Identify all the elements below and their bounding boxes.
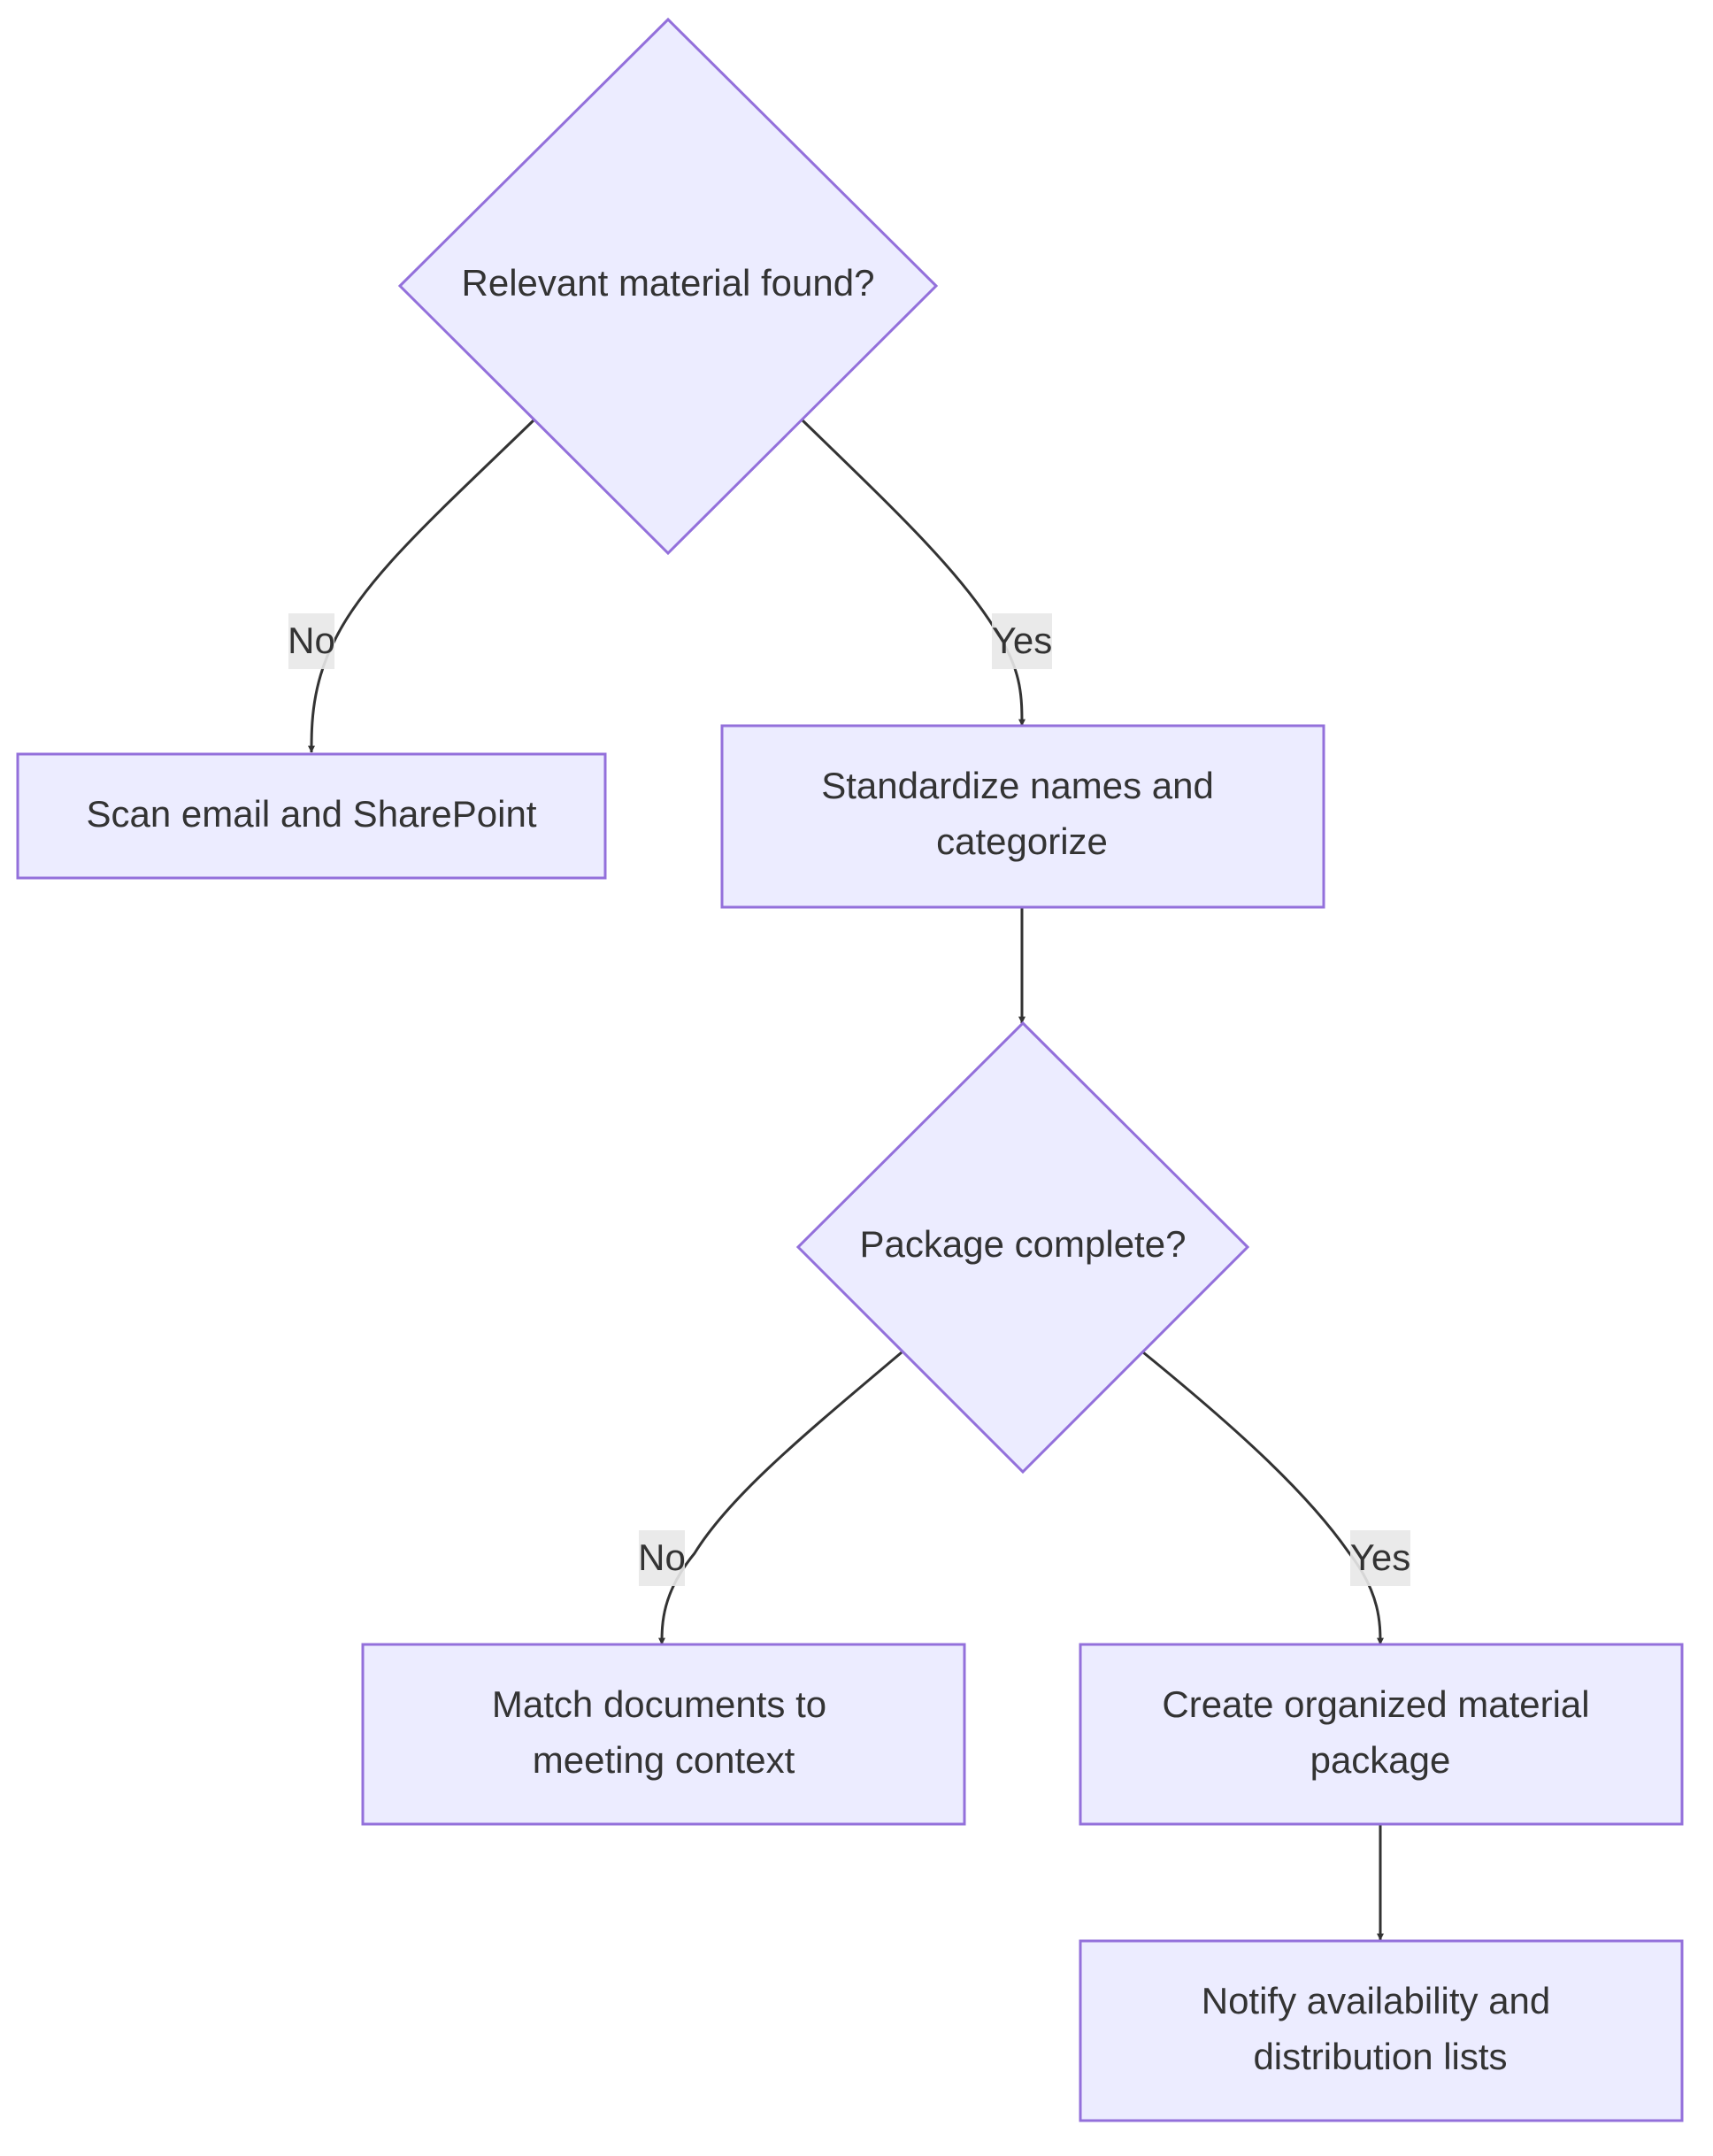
node-standardize-categorize: Standardize names and categorize bbox=[720, 724, 1325, 909]
edge-complete-to-create bbox=[1142, 1351, 1384, 1645]
node-label-line-1: Notify availability and bbox=[1202, 1980, 1551, 2021]
node-notify-distribution: Notify availability and distribution lis… bbox=[1079, 1939, 1684, 2122]
edge-relevant-to-scan bbox=[308, 418, 536, 753]
edge-label-text: Yes bbox=[992, 620, 1053, 661]
node-label-line-2: distribution lists bbox=[1253, 2036, 1507, 2077]
edge-label-no-2: No bbox=[638, 1530, 686, 1586]
edge-label-yes-2: Yes bbox=[1350, 1530, 1411, 1586]
decision-relevant-material: Relevant material found? bbox=[397, 17, 939, 556]
node-label-line-2: meeting context bbox=[533, 1739, 795, 1781]
edge-complete-to-match bbox=[658, 1351, 903, 1645]
node-match-documents: Match documents to meeting context bbox=[361, 1643, 966, 1826]
edge-label-text: No bbox=[638, 1536, 686, 1578]
node-label-line-2: package bbox=[1310, 1739, 1451, 1781]
node-label: Package complete? bbox=[860, 1223, 1187, 1265]
node-label: Relevant material found? bbox=[462, 262, 875, 304]
edge-label-text: No bbox=[288, 620, 335, 661]
node-label-line-1: Standardize names and bbox=[821, 765, 1214, 806]
node-create-package: Create organized material package bbox=[1079, 1643, 1684, 1826]
decision-package-complete: Package complete? bbox=[795, 1020, 1250, 1475]
edge-relevant-to-standardize bbox=[800, 418, 1025, 727]
node-label: Scan email and SharePoint bbox=[87, 793, 537, 835]
edge-label-yes-1: Yes bbox=[992, 613, 1053, 669]
node-label-line-1: Match documents to bbox=[492, 1683, 826, 1725]
edges bbox=[308, 418, 1384, 1941]
node-scan-email-sharepoint: Scan email and SharePoint bbox=[16, 752, 607, 880]
edge-label-no-1: No bbox=[288, 613, 335, 669]
node-label-line-1: Create organized material bbox=[1162, 1683, 1589, 1725]
edge-label-text: Yes bbox=[1350, 1536, 1411, 1578]
node-label-line-2: categorize bbox=[936, 820, 1108, 862]
